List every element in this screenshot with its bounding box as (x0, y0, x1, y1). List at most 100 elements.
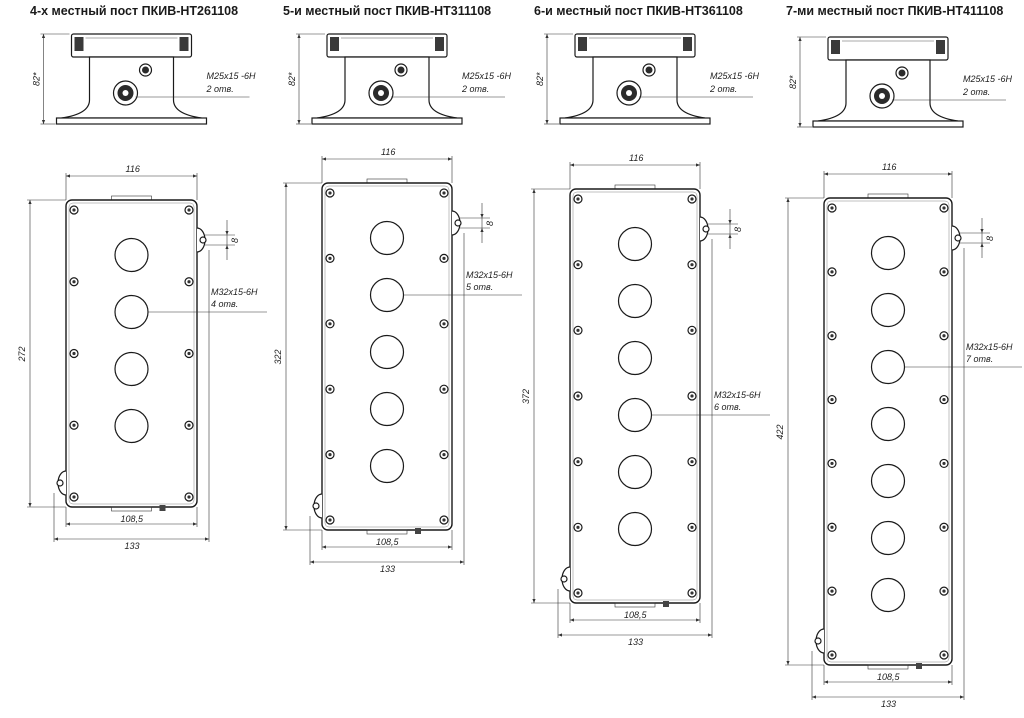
dimension-arrow (798, 37, 802, 41)
screw-slot (72, 351, 76, 356)
dimension-arrow (532, 599, 536, 603)
button-hole (617, 454, 653, 490)
lid (326, 33, 448, 58)
cable-gland-small-core (645, 66, 653, 74)
screw-slot (187, 208, 191, 212)
dimension-arrow (284, 526, 288, 530)
dimension-arrow (570, 618, 574, 622)
lid-latch-right (936, 40, 945, 54)
bottom-terminal (415, 528, 421, 534)
lid-latch-left (74, 37, 84, 51)
gland-thread-label: М25х15 -6Н (710, 71, 760, 81)
screw-slot (328, 191, 332, 195)
mounting-ear-hole (56, 479, 64, 487)
height-label: 82* (287, 72, 297, 86)
button-hole (617, 397, 653, 433)
screw-slot (576, 525, 580, 529)
dimension-arrow (193, 522, 197, 526)
cable-gland-small-core (898, 69, 906, 77)
width-label: 116 (126, 164, 140, 174)
mounting-base (311, 117, 463, 125)
screw-slot (690, 394, 694, 398)
screw-slot (690, 263, 694, 267)
length-label: 322 (273, 349, 283, 364)
dimension-arrow (225, 245, 229, 249)
button-hole (369, 391, 405, 427)
dimension-arrow (193, 174, 197, 178)
dimension-arrow (322, 157, 326, 161)
gland-thread-label: М25х15 -6Н (207, 71, 257, 81)
gap-label: 8 (985, 236, 995, 241)
screw-slot (576, 328, 580, 332)
length-label: 372 (521, 389, 531, 404)
enclosure-inner-edge (68, 202, 195, 505)
button-hole (114, 237, 149, 273)
dimension-arrow (310, 560, 314, 564)
height-label: 82* (32, 72, 42, 86)
screw-slot (328, 453, 332, 457)
outer-width-label: 133 (380, 564, 395, 574)
screw-slot (942, 270, 946, 274)
cable-gland-hole (879, 93, 885, 99)
screw-slot (830, 525, 834, 529)
dimension-arrow (786, 661, 790, 665)
screw-slot (576, 394, 580, 398)
cable-gland-hole (378, 90, 384, 96)
button-hole (617, 511, 653, 547)
enclosure-inner-edge (324, 185, 450, 528)
gap-label: 8 (230, 238, 240, 243)
screw-slot (942, 653, 946, 657)
button-hole (870, 292, 906, 328)
button-hole (870, 520, 906, 556)
front-view: М25х15 -6Н2 отв.82* (788, 36, 1013, 128)
lid-latch-left (831, 40, 840, 54)
dimension-arrow (708, 633, 712, 637)
width-label: 116 (882, 162, 896, 172)
screw-slot (187, 423, 191, 427)
mounting-ear-hole (814, 637, 822, 645)
button-hole (617, 283, 653, 319)
dimension-arrow (728, 220, 732, 224)
lid-latch-right (179, 37, 189, 51)
gland-thread-label: М25х15 -6Н (963, 74, 1013, 84)
button-hole (114, 408, 149, 444)
height-label: 82* (535, 72, 545, 86)
mounting-ear-hole (454, 219, 462, 227)
dimension-arrow (66, 174, 70, 178)
dimension-arrow (728, 234, 732, 238)
screw-slot (830, 270, 834, 274)
screw-slot (328, 387, 332, 391)
screw-slot (830, 653, 834, 657)
dimension-arrow (960, 695, 964, 699)
button-hole (617, 226, 653, 262)
screw-slot (187, 351, 191, 356)
screw-slot (942, 589, 946, 593)
height-label: 82* (788, 75, 798, 89)
bottom-tab (867, 664, 909, 670)
dimension-arrow (980, 229, 984, 233)
button-hole (114, 351, 149, 387)
dimension-arrow (545, 34, 549, 38)
button-hole-thread-label: М32х15-6Н (966, 342, 1013, 352)
button-hole (369, 277, 405, 313)
front-view: М25х15 -6Н 2 отв. 82* (32, 33, 257, 125)
screw-slot (187, 280, 191, 284)
enclosure-inner-edge (826, 200, 950, 663)
dimension-arrow (297, 120, 301, 124)
dimension-arrow (545, 120, 549, 124)
screw-slot (576, 460, 580, 464)
dimension-arrow (948, 680, 952, 684)
screw-slot (576, 263, 580, 267)
dimension-arrow (448, 545, 452, 549)
screw-slot (442, 191, 446, 195)
bottom-terminal (663, 601, 669, 607)
width-label: 116 (629, 153, 643, 163)
lid (827, 36, 949, 61)
gland-count-label: 2 отв. (206, 84, 234, 94)
screw-slot (72, 495, 76, 499)
